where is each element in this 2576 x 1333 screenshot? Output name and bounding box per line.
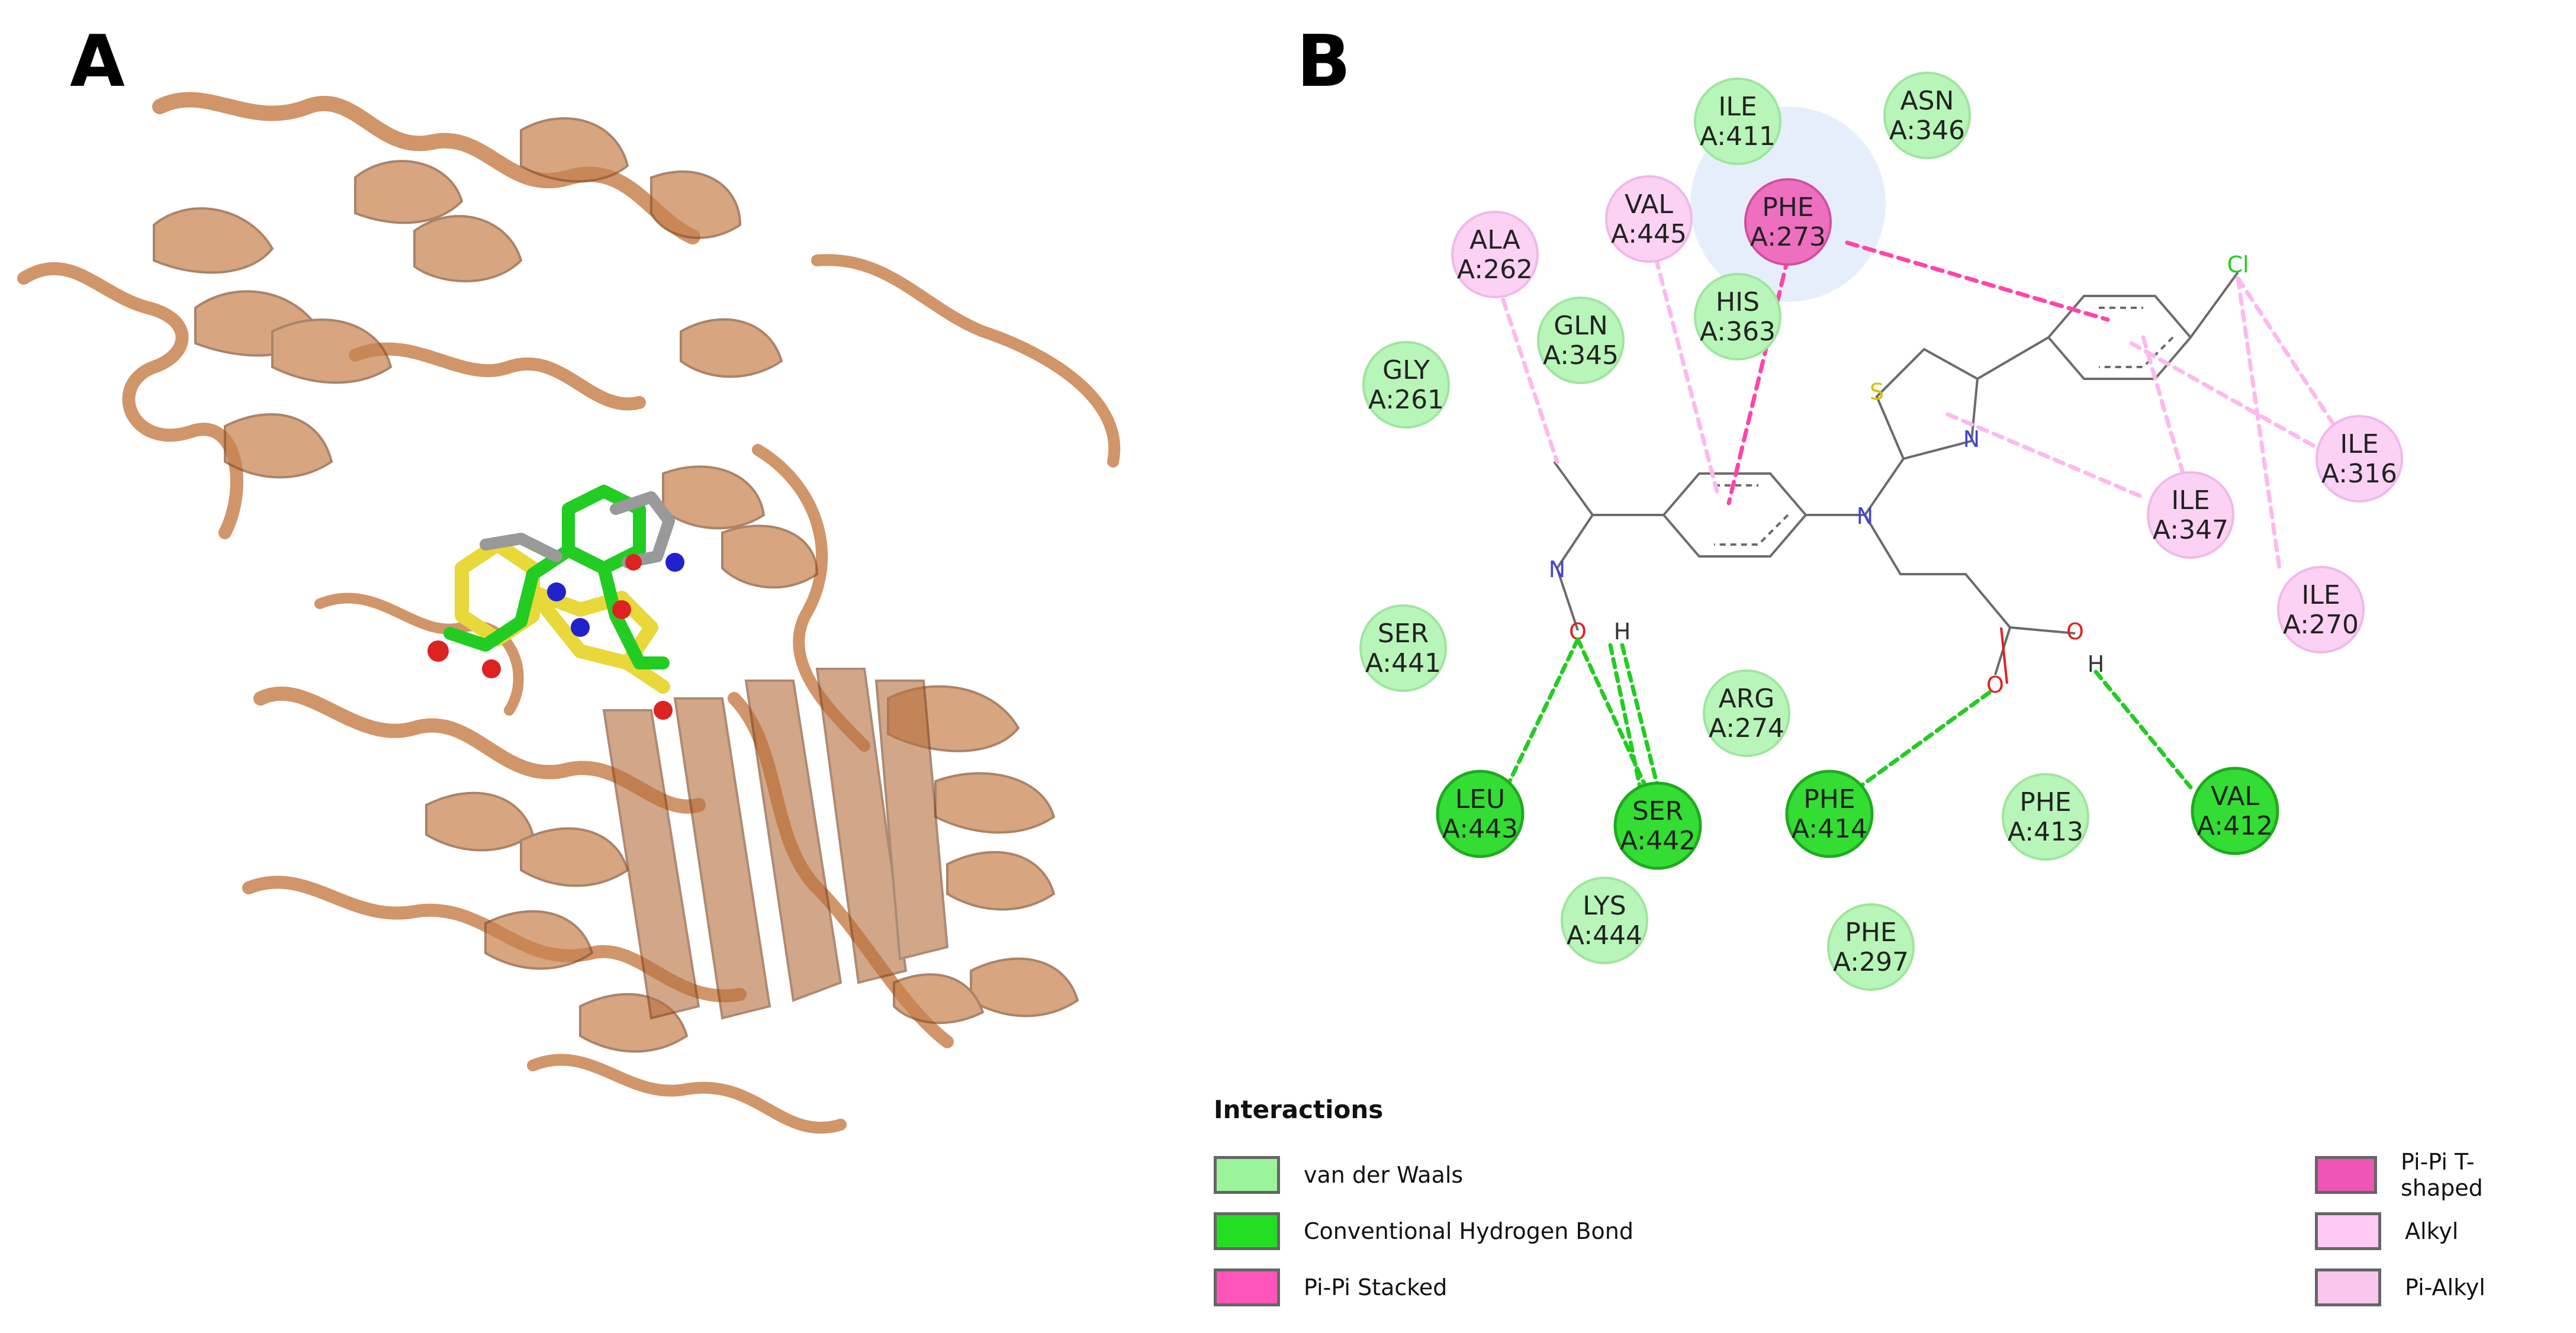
svg-text:A:444: A:444	[1567, 920, 1642, 951]
residue-ile316: ILE A:316	[2315, 415, 2403, 503]
protein-structure	[17, 92, 1120, 1134]
residue-phe413: PHE A:413	[2002, 773, 2089, 861]
svg-text:A:274: A:274	[1709, 713, 1784, 743]
svg-text:ILE: ILE	[2340, 429, 2378, 459]
ligand-atoms	[427, 553, 684, 720]
svg-text:A:270: A:270	[2283, 610, 2359, 640]
legend-swatch-pipi-tshaped	[2315, 1156, 2377, 1194]
svg-text:PHE: PHE	[1762, 192, 1813, 223]
residue-ile270: ILE A:270	[2277, 566, 2365, 653]
panel-label-b: B	[1297, 21, 1351, 103]
legend-swatch-hbond	[1214, 1212, 1280, 1250]
legend-title: Interactions	[1214, 1095, 1384, 1124]
svg-text:A:261: A:261	[1368, 385, 1444, 415]
svg-text:HIS: HIS	[1716, 287, 1760, 317]
legend-item-pialkyl: Pi-Alkyl	[2315, 1267, 2485, 1308]
legend-item-pipi-stacked: Pi-Pi Stacked	[1214, 1267, 1447, 1308]
residue-phe297: PHE A:297	[1827, 903, 1915, 991]
svg-text:ARG: ARG	[1719, 684, 1775, 714]
svg-text:A:347: A:347	[2153, 515, 2228, 545]
residue-arg274: ARG A:274	[1703, 669, 1790, 757]
residue-phe414: PHE A:414	[1785, 769, 1874, 858]
svg-text:GLY: GLY	[1382, 355, 1430, 385]
atom-s: S	[1870, 379, 1884, 405]
legend-swatch-pipi-stacked	[1214, 1268, 1280, 1306]
legend-item-pipi-tshaped: Pi-Pi T-shaped	[2315, 1149, 2546, 1201]
interaction-lines	[1496, 240, 2341, 790]
legend-item-hbond: Conventional Hydrogen Bond	[1214, 1210, 1633, 1252]
svg-text:LYS: LYS	[1583, 891, 1626, 921]
svg-text:A:345: A:345	[1543, 340, 1619, 371]
svg-text:A:411: A:411	[1700, 121, 1776, 152]
svg-text:PHE: PHE	[2019, 787, 2071, 817]
ligand-skeleton	[1553, 271, 2239, 675]
svg-text:ASN: ASN	[1900, 86, 1954, 116]
atom-h-oxime: H	[1614, 619, 1631, 645]
svg-text:A:262: A:262	[1457, 255, 1533, 285]
svg-text:VAL: VAL	[1625, 189, 1673, 220]
residue-leu443: LEU A:443	[1436, 769, 1525, 858]
svg-text:VAL: VAL	[2211, 781, 2259, 812]
atom-cl: Cl	[2227, 252, 2249, 278]
svg-text:PHE: PHE	[1803, 784, 1855, 814]
residue-val445: VAL A:445	[1605, 175, 1693, 263]
svg-text:PHE: PHE	[1845, 917, 1896, 948]
residue-lys444: LYS A:444	[1561, 877, 1648, 964]
svg-text:LEU: LEU	[1455, 784, 1506, 814]
residue-ser441: SER A:441	[1359, 604, 1447, 692]
svg-text:A:441: A:441	[1365, 648, 1441, 678]
svg-text:ALA: ALA	[1469, 225, 1520, 255]
legend-item-vdw: van der Waals	[1214, 1154, 1463, 1196]
svg-text:A:413: A:413	[2008, 817, 2083, 847]
svg-text:A:363: A:363	[1700, 317, 1776, 347]
residue-ile347: ILE A:347	[2147, 471, 2234, 559]
svg-text:A:445: A:445	[1611, 219, 1687, 249]
interaction-legend: Interactions van der Waals Conventional …	[1214, 1095, 2546, 1332]
svg-text:SER: SER	[1632, 796, 1683, 826]
atom-o-hydroxyl: O	[2066, 619, 2084, 645]
atom-n-amine: N	[1857, 503, 1873, 529]
svg-text:ILE: ILE	[2171, 485, 2210, 516]
svg-text:A:443: A:443	[1442, 814, 1518, 844]
svg-text:A:442: A:442	[1620, 826, 1696, 856]
legend-swatch-alkyl	[2315, 1212, 2381, 1250]
svg-text:ILE: ILE	[1718, 92, 1757, 122]
residue-phe273: PHE A:273	[1744, 178, 1832, 266]
svg-text:A:316: A:316	[2321, 459, 2397, 489]
svg-text:A:414: A:414	[1792, 814, 1867, 844]
residue-his363: HIS A:363	[1694, 273, 1781, 360]
residue-asn346: ASN A:346	[1883, 72, 1971, 159]
panel-label-a: A	[70, 21, 125, 103]
svg-text:ILE: ILE	[2301, 580, 2340, 610]
residue-ala262: ALA A:262	[1451, 211, 1539, 298]
residue-val412: VAL A:412	[2191, 767, 2279, 855]
legend-swatch-vdw	[1214, 1156, 1280, 1194]
svg-text:GLN: GLN	[1554, 311, 1608, 341]
ligand-sticks	[443, 485, 675, 694]
atom-n-ring: N	[1963, 426, 1980, 452]
svg-text:A:297: A:297	[1833, 947, 1909, 977]
residue-ile411: ILE A:411	[1694, 78, 1781, 165]
legend-item-alkyl: Alkyl	[2315, 1210, 2458, 1252]
svg-text:A:273: A:273	[1750, 222, 1826, 252]
svg-text:SER: SER	[1378, 619, 1429, 649]
residue-gln345: GLN A:345	[1537, 297, 1625, 384]
residue-gly261: GLY A:261	[1362, 341, 1450, 429]
residue-ser442: SER A:442	[1613, 781, 1702, 870]
svg-text:A:346: A:346	[1889, 115, 1965, 146]
atom-n-oxime: N	[1549, 556, 1565, 582]
legend-swatch-pialkyl	[2315, 1268, 2381, 1306]
svg-text:A:412: A:412	[2197, 811, 2273, 841]
